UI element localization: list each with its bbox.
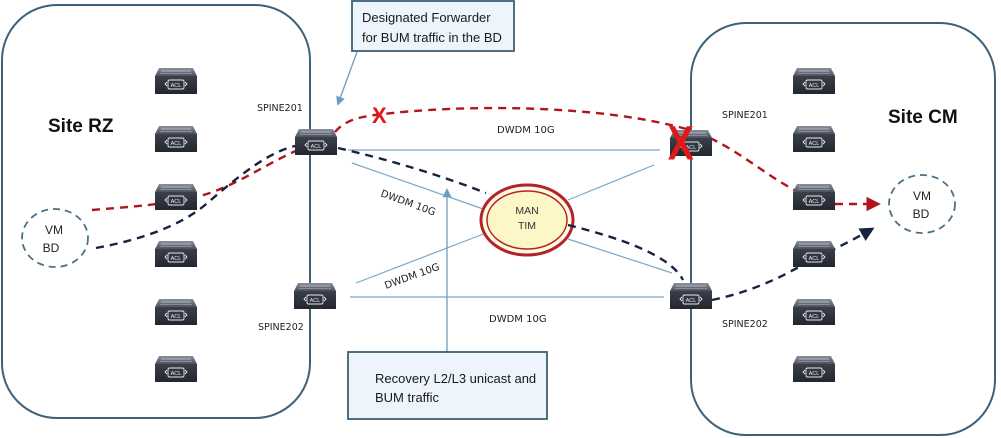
dwdm-label-top: DWDM 10G [497,125,555,136]
dwdm-label-lower-diag: DWDM 10G [383,262,441,292]
dwdm-link-man-cm202 [567,238,673,274]
switch-icon [155,126,197,152]
cm-spine202-label: SPINE202 [722,319,768,330]
vm-bd-left: VM BD [21,208,89,268]
rz-spine201-switch-icon [295,129,337,155]
bd-label: BD [913,207,930,221]
rz-spine201-label: SPINE201 [257,103,303,114]
failure-x-small-icon: X [372,103,387,128]
vm-label: VM [45,223,63,237]
callout-designated-forwarder: Designated Forwarder for BUM traffic in … [336,0,515,106]
callout-recovery: Recovery L2/L3 unicast and BUM traffic [347,188,548,420]
failed-path-cm [709,136,801,195]
callout-top-line1: Designated Forwarder [362,10,491,25]
vm-label: VM [913,189,931,203]
switch-icon [793,356,835,382]
dwdm-link-rz202-man [355,232,487,284]
callout-top-line2: for BUM traffic in the BD [362,30,502,45]
switch-icon [155,184,197,210]
switch-icon [155,241,197,267]
recovery-path-rz [95,143,301,250]
switch-icon [793,126,835,152]
dwdm-label-bottom: DWDM 10G [489,314,547,325]
recovery-path-from-man [567,223,685,281]
recovery-path-cm [711,227,875,302]
recovery-path-to-man [337,146,487,195]
callout-bottom-line2: BUM traffic [375,390,440,405]
rz-spine202-switch-icon [294,283,336,309]
site-cm-box [690,22,996,436]
switch-icon [793,299,835,325]
tim-label: TIM [518,220,536,232]
man-tim-node: MAN TIM [479,183,575,257]
switch-icon [155,68,197,94]
switch-icon [155,356,197,382]
site-rz-title: Site RZ [48,116,114,137]
bd-label: BD [43,241,60,255]
switch-icon [793,241,835,267]
callout-top-arrow-icon [336,51,358,106]
cm-spine201-label: SPINE201 [722,110,768,121]
dwdm-link-rz201-man [351,162,487,211]
callout-bottom-line1: Recovery L2/L3 unicast and [375,371,536,386]
switch-icon [793,68,835,94]
site-rz-box [1,4,311,419]
dwdm-label-upper-diag: DWDM 10G [379,188,437,218]
vm-bd-right: VM BD [888,174,956,234]
rz-spine202-label: SPINE202 [258,322,304,333]
switch-icon [155,299,197,325]
dwdm-link-man-cm201 [567,164,655,201]
site-cm-title: Site CM [888,107,958,128]
switch-icon [793,184,835,210]
cm-leaf-switches [793,68,835,382]
man-label: MAN [515,205,538,217]
cm-spine202-switch-icon [670,283,712,309]
failure-x-large-icon: X [668,117,694,171]
failed-path-rz [91,143,311,212]
rz-leaf-switches [155,68,197,382]
